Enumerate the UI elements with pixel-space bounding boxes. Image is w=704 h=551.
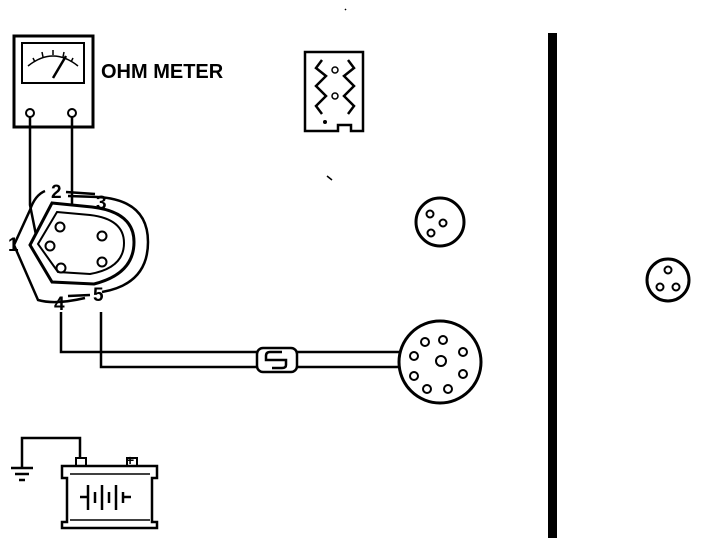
harness-wires — [59, 312, 404, 369]
label-dash-2-3 — [65, 190, 96, 196]
socket-right — [645, 257, 691, 303]
label-dash-4-5 — [67, 293, 91, 298]
pin-3 — [96, 230, 108, 242]
ground-symbol — [11, 436, 82, 482]
stray-mark — [326, 175, 333, 181]
distributor-cap — [397, 319, 483, 405]
terminal-label-5: 5 — [93, 285, 104, 306]
socket-left — [414, 196, 466, 248]
terminal-label-2: 2 — [51, 182, 62, 203]
divider-bar — [548, 33, 557, 538]
battery — [60, 457, 159, 530]
pin-2 — [54, 221, 66, 233]
meter-needle — [51, 55, 68, 79]
meter-terminal-left — [25, 108, 35, 118]
ohm-meter-dial — [21, 42, 85, 84]
battery-positive-symbol: + — [126, 452, 134, 468]
inline-connector — [255, 346, 299, 374]
meter-terminal-right — [67, 108, 77, 118]
pin-5 — [96, 256, 108, 268]
ohm-meter-label: OHM METER — [101, 61, 224, 83]
terminal-label-3: 3 — [96, 193, 107, 214]
terminal-connector — [12, 189, 150, 304]
pin-1 — [44, 240, 56, 252]
resistor-component — [303, 50, 365, 133]
stray-mark-top — [344, 8, 347, 11]
terminal-label-1: 1 — [8, 235, 19, 256]
pin-4 — [55, 262, 67, 274]
ohm-meter — [12, 34, 95, 129]
test-lead-left — [28, 117, 40, 246]
terminal-label-4: 4 — [54, 294, 65, 315]
